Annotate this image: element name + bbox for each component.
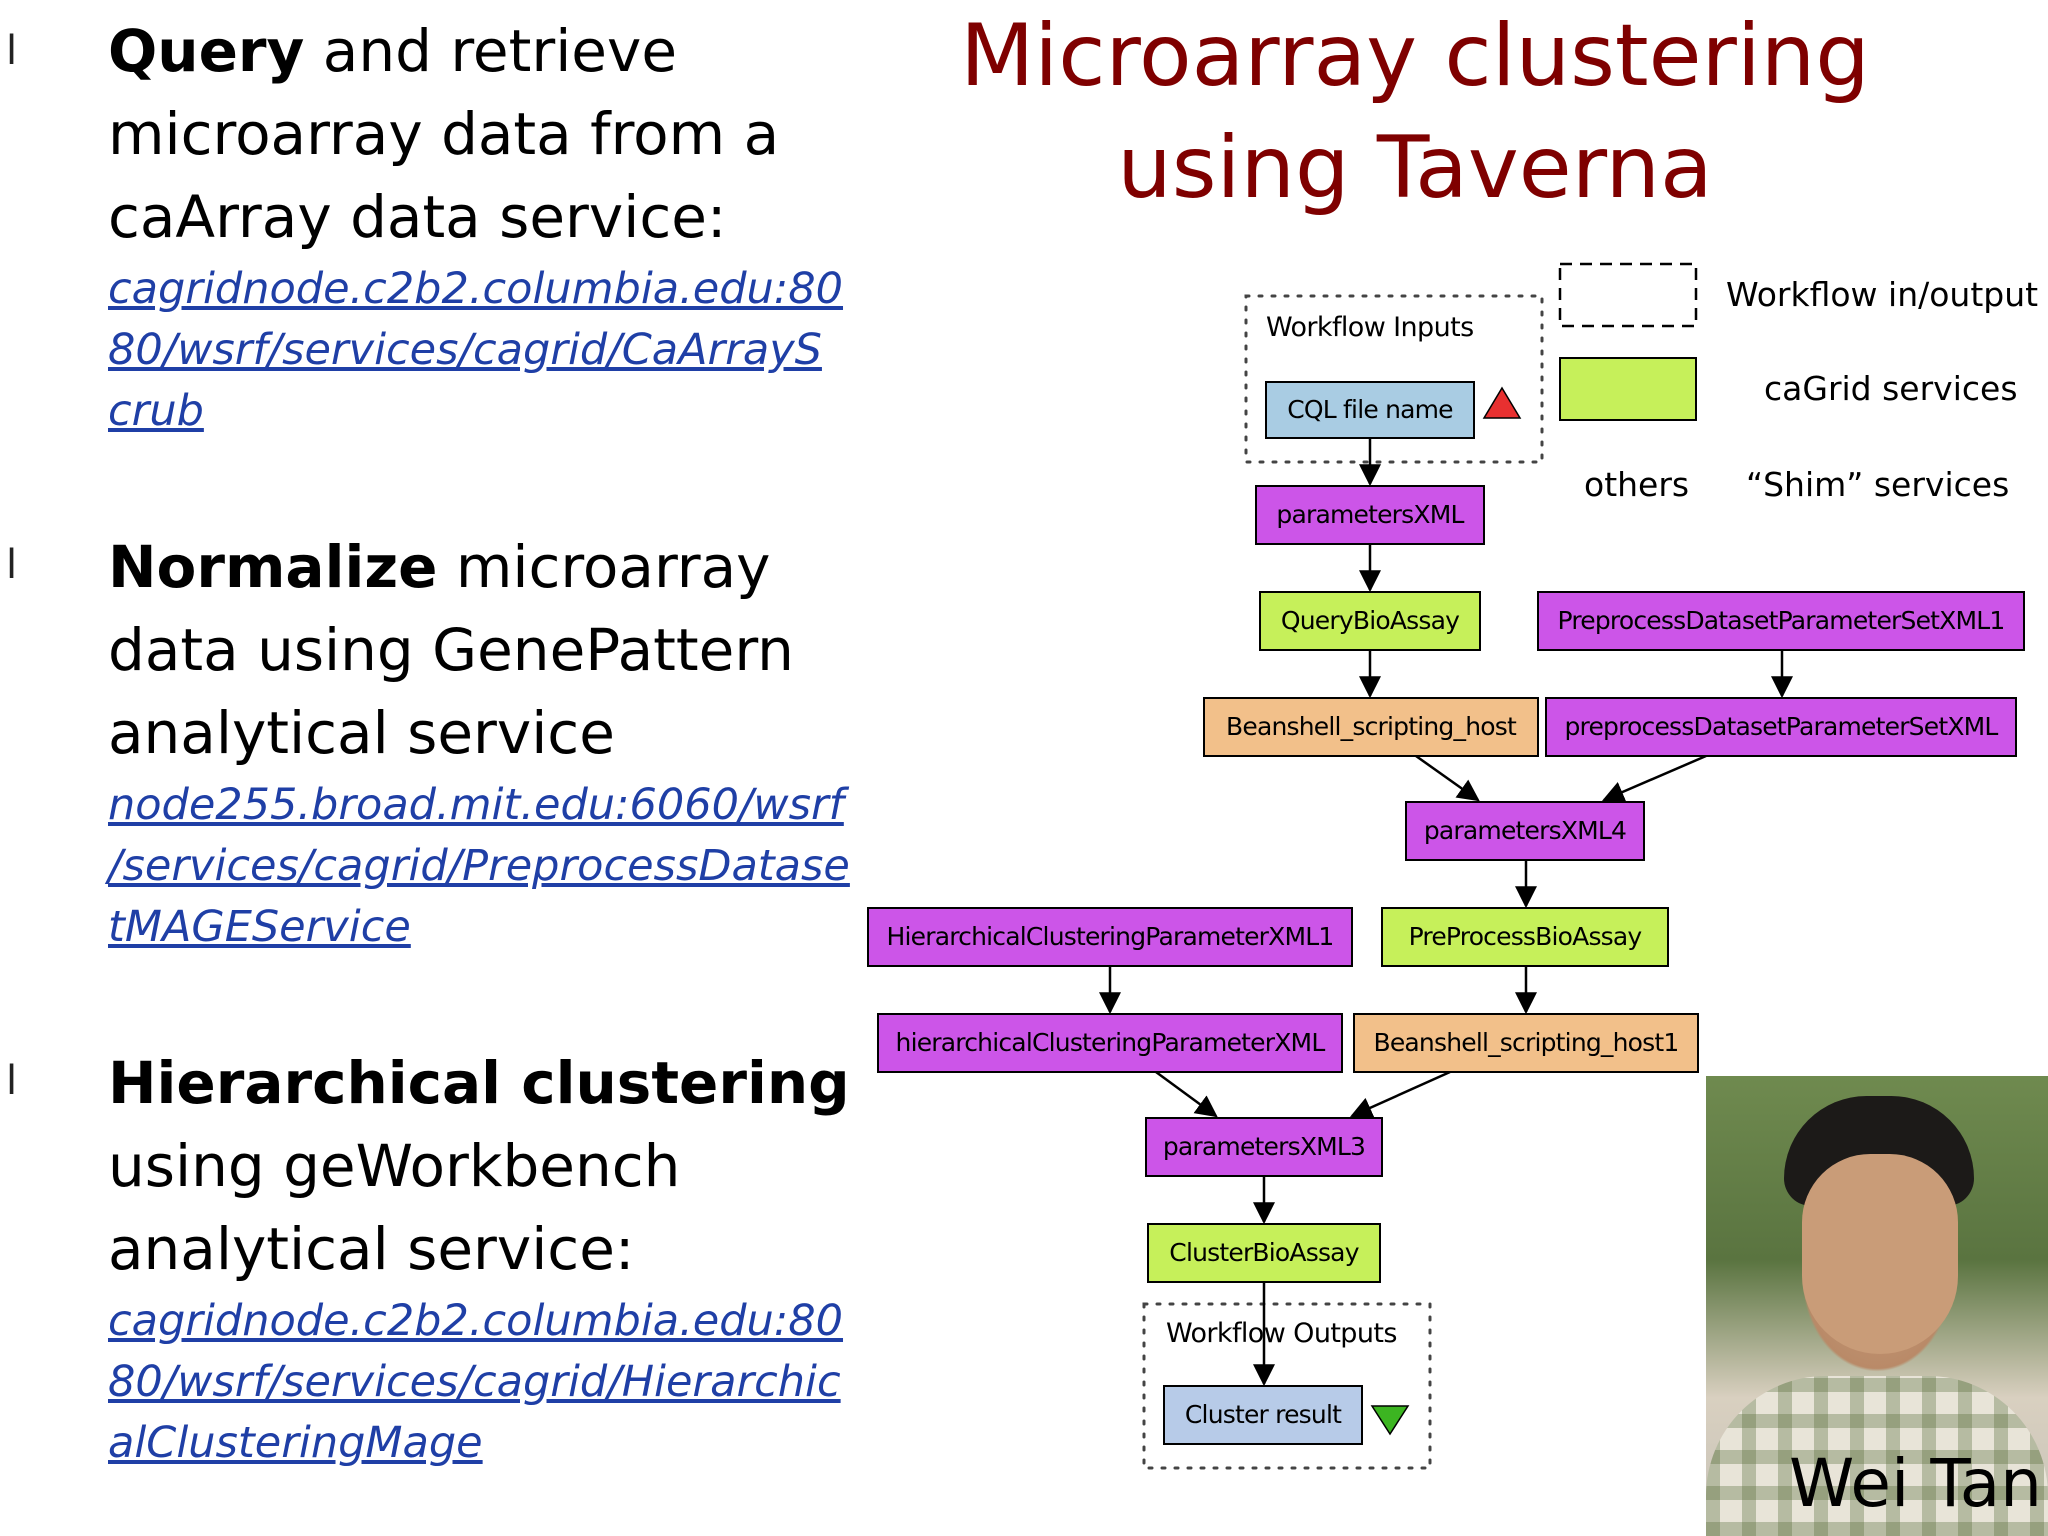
node-preprocessDatasetParameterSetXML[interactable] [1545, 697, 2017, 757]
node-label: hierarchicalClusteringParameterXML [896, 1028, 1326, 1057]
node-cluster-result[interactable] [1163, 1385, 1363, 1445]
workflow-outputs-group [1142, 1302, 1432, 1470]
node-cql-file-name[interactable] [1265, 381, 1475, 439]
portrait-face [1802, 1154, 1958, 1354]
edge [1155, 1070, 1218, 1118]
slide-title-text: Microarray clustering using Taverna [960, 6, 1870, 218]
bullet-normalize: Normalize microarray data using GenePatt… [108, 526, 928, 958]
node-Beanshell_scripting_host1[interactable] [1353, 1013, 1699, 1073]
node-label: preprocessDatasetParameterSetXML [1564, 712, 1998, 741]
node-label: Cluster result [1185, 1400, 1342, 1429]
service-link[interactable]: node255.broad.mit.edu:6060/wsrf /service… [108, 780, 850, 952]
node-PreprocessDatasetParameterSetXML1[interactable] [1537, 591, 2025, 651]
bullet-bold-term: Normalize [108, 533, 438, 601]
node-label: ClusterBioAssay [1169, 1238, 1359, 1267]
workflow-outputs-label: Workflow Outputs [1166, 1318, 1397, 1349]
legend-cagrid-swatch [1559, 357, 1697, 421]
node-label: CQL file name [1287, 395, 1453, 424]
service-link[interactable]: cagridnode.c2b2.columbia.edu:80 80/wsrf/… [108, 1296, 844, 1468]
edge [1349, 1070, 1451, 1118]
portrait-photo: Wei Tan [1706, 1076, 2048, 1536]
node-label: parametersXML [1276, 500, 1464, 529]
workflow-edges [1099, 438, 1793, 1387]
node-label: Beanshell_scripting_host [1226, 712, 1517, 741]
node-ClusterBioAssay[interactable] [1147, 1223, 1381, 1283]
bullet-text: Normalize microarray data using GenePatt… [108, 526, 928, 775]
bullet-marker: l [6, 28, 18, 74]
portrait-shirt [1706, 1376, 2048, 1536]
input-triangle-icon [1482, 386, 1522, 419]
node-parametersXML3[interactable] [1145, 1117, 1383, 1177]
node-label: parametersXML3 [1163, 1132, 1365, 1161]
bullet-marker: l [6, 1058, 18, 1104]
edge [1601, 754, 1707, 803]
legend-io-swatch [1558, 262, 1698, 328]
bullet-bold-term: Hierarchical clustering [108, 1049, 850, 1117]
bullet-text: Hierarchical clustering using geWorkbenc… [108, 1042, 928, 1291]
bullet-marker: l [6, 542, 18, 588]
service-link[interactable]: cagridnode.c2b2.columbia.edu:80 80/wsrf/… [108, 264, 844, 436]
node-parametersXML[interactable] [1255, 485, 1485, 545]
bullet-text: Query and retrieve microarray data from … [108, 10, 928, 259]
bullet-bold-term: Query [108, 17, 305, 85]
legend: Workflow in/output caGrid services other… [1558, 262, 2038, 504]
node-PreProcessBioAssay[interactable] [1381, 907, 1669, 967]
legend-shim-label: “Shim” services [1746, 465, 2009, 504]
node-QueryBioAssay[interactable] [1259, 591, 1481, 651]
slide-title: Microarray clustering using Taverna [880, 0, 1950, 224]
node-Beanshell_scripting_host[interactable] [1203, 697, 1539, 757]
node-label: PreprocessDatasetParameterSetXML1 [1558, 606, 2005, 635]
node-label: parametersXML4 [1424, 816, 1626, 845]
node-HierarchicalClusteringParameterXML1[interactable] [867, 907, 1353, 967]
node-parametersXML4[interactable] [1405, 801, 1645, 861]
bullet-description: using geWorkbench analytical service: [108, 1132, 681, 1283]
node-hierarchicalClusteringParameterXML[interactable] [877, 1013, 1343, 1073]
photo-caption: Wei Tan [1789, 1445, 2042, 1522]
output-triangle-icon [1370, 1405, 1410, 1436]
edge [1415, 754, 1480, 802]
workflow-nodes: CQL file name parametersXML QueryBioAssa… [867, 381, 2025, 1445]
bullet-hierarchical: Hierarchical clustering using geWorkbenc… [108, 1042, 928, 1474]
node-label: QueryBioAssay [1281, 606, 1460, 635]
node-label: HierarchicalClusteringParameterXML1 [887, 922, 1334, 951]
legend-io-label: Workflow in/output [1726, 275, 2038, 314]
bullet-description: microarray data using GenePattern analyt… [108, 533, 794, 767]
legend-cagrid-label: caGrid services [1764, 369, 2018, 408]
workflow-inputs-group [1244, 294, 1544, 464]
legend-others-label: others [1584, 465, 1689, 504]
node-label: Beanshell_scripting_host1 [1373, 1028, 1678, 1057]
workflow-inputs-label: Workflow Inputs [1266, 312, 1474, 343]
bullet-description: and retrieve microarray data from a caAr… [108, 17, 780, 251]
node-label: PreProcessBioAssay [1409, 922, 1643, 951]
bullet-query: Query and retrieve microarray data from … [108, 10, 928, 442]
